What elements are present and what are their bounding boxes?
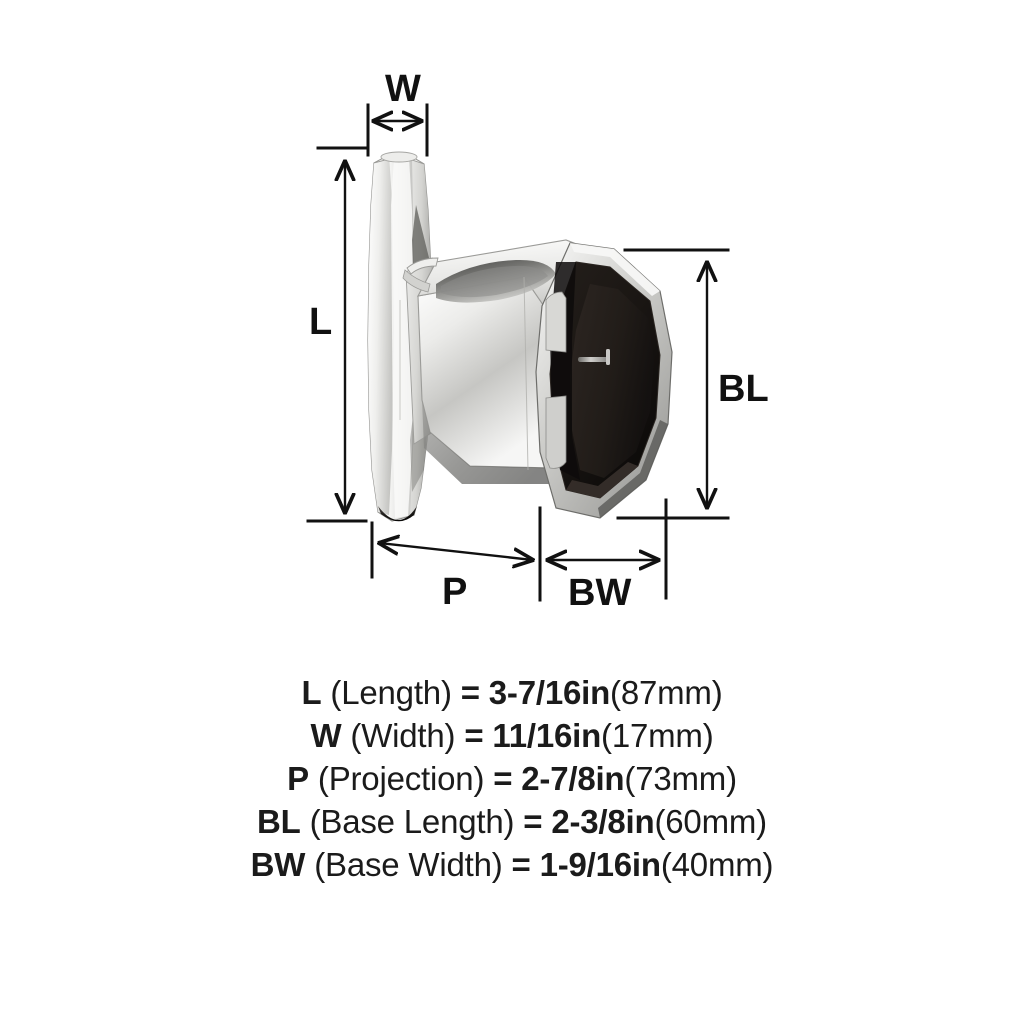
legend-row-bl: BL (Base Length) = 2-3/8in(60mm) (0, 801, 1024, 844)
legend-name-bw: (Base Width) (314, 845, 503, 883)
legend-imperial-w: 11/16in (492, 716, 602, 754)
dimension-bw (547, 498, 668, 600)
dimension-annotations (306, 103, 730, 602)
legend-metric-l: (87mm) (610, 674, 723, 711)
legend-imperial-bl: 2-3/8in (551, 802, 655, 840)
legend-equals-w: = (464, 716, 484, 754)
legend-equals-bw: = (511, 845, 531, 883)
p-arrow (379, 543, 533, 560)
legend-equals-bl: = (523, 802, 543, 840)
legend-imperial-bw: 1-9/16in (539, 845, 661, 883)
base-cavity-shelf (566, 462, 638, 498)
hook-arm-under-face (422, 400, 556, 484)
legend-abbr-bw: BW (250, 845, 306, 883)
product-body (367, 151, 673, 522)
dimension-label-w: W (385, 68, 421, 110)
legend-metric-p: (73mm) (624, 759, 737, 797)
legend-abbr-w: W (310, 716, 342, 754)
backplate-bottom-tip (378, 506, 417, 522)
hook-arm-side-face (417, 276, 557, 469)
legend-imperial-p: 2-7/8in (521, 759, 625, 797)
dimension-label-p: P (442, 571, 468, 613)
legend-equals-l: = (460, 674, 480, 711)
dimension-label-l: L (309, 301, 333, 343)
backplate-top-ellipse (380, 151, 418, 163)
legend-abbr-l: L (301, 674, 322, 711)
legend-abbr-p: P (287, 759, 309, 797)
legend-name-p: (Projection) (317, 759, 485, 797)
hook-arm-trough-inner (441, 265, 548, 298)
legend-metric-w: (17mm) (601, 716, 714, 754)
dimension-w (366, 103, 429, 157)
legend-row-w: W (Width) = 11/16in(17mm) (0, 715, 1024, 758)
dimension-p (370, 506, 542, 602)
backplate-highlight (391, 157, 414, 518)
dimension-bl (616, 248, 730, 520)
hook-arm-crease-a (523, 276, 529, 471)
legend-row-p: P (Projection) = 2-7/8in(73mm) (0, 758, 1024, 801)
base-mount-tab-upper (545, 291, 567, 353)
octagonal-base (535, 242, 673, 519)
base-cavity-backwall (570, 284, 654, 478)
legend-row-l: L (Length) = 3-7/16in(87mm) (0, 672, 1024, 715)
backplate-left-facet (368, 155, 394, 515)
hook-lip (406, 257, 439, 275)
base-mount-tab-lower (545, 395, 567, 469)
dimension-label-bl: BL (718, 368, 769, 410)
legend-abbr-bl: BL (257, 802, 301, 840)
hook-lip-underside (402, 269, 431, 293)
legend-equals-p: = (493, 759, 513, 797)
dimension-legend: L (Length) = 3-7/16in(87mm) W (Width) = … (0, 672, 1024, 886)
base-rim-bevel-top (570, 243, 660, 296)
base-set-screw (578, 357, 610, 362)
base-set-screw-head (606, 349, 610, 365)
legend-metric-bl: (60mm) (654, 802, 767, 840)
legend-name-bl: (Base Length) (309, 802, 515, 840)
dimension-label-bw: BW (568, 572, 632, 614)
legend-name-w: (Width) (350, 716, 456, 754)
legend-name-l: (Length) (330, 674, 452, 711)
legend-imperial-l: 3-7/16in (488, 674, 611, 711)
base-rim-bevel-bottom (598, 420, 668, 518)
legend-row-bw: BW (Base Width) = 1-9/16in(40mm) (0, 844, 1024, 887)
legend-metric-bw: (40mm) (660, 845, 774, 883)
dimension-l (306, 146, 368, 523)
